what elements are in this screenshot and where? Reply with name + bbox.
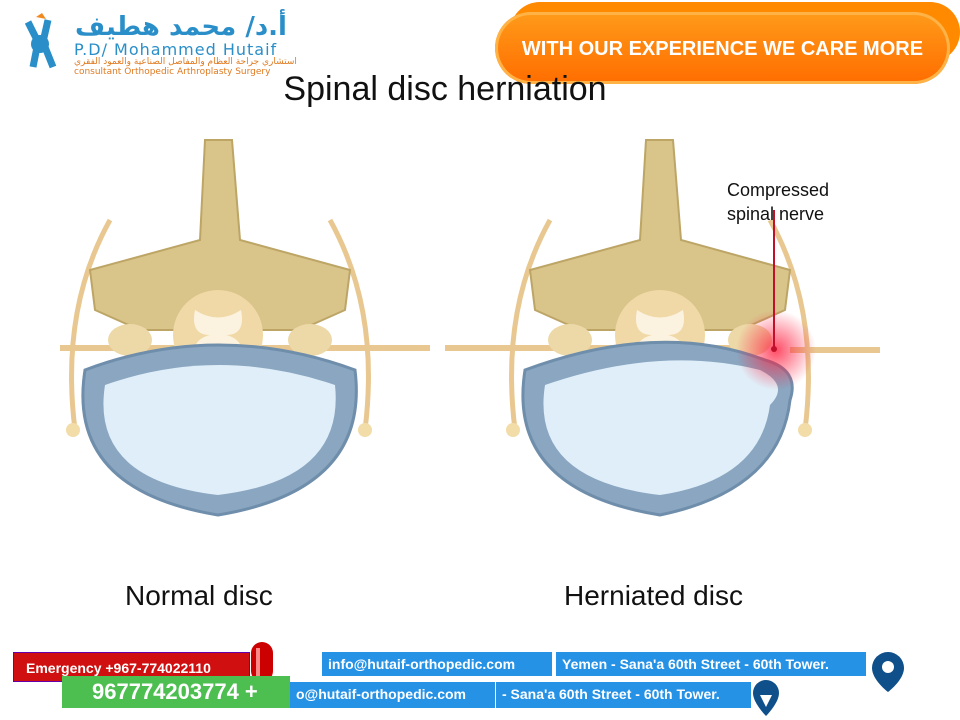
email-bar-back[interactable]: info@hutaif-orthopedic.com: [322, 652, 552, 676]
slogan-banner: [495, 12, 950, 84]
location-pin-icon: [872, 652, 904, 692]
address-bar[interactable]: - Sana'a 60th Street - 60th Tower.: [496, 682, 751, 708]
illustration-title: Spinal disc herniation: [283, 70, 607, 108]
logo-knee-icon: [24, 13, 57, 69]
herniated-disc-label: Herniated disc: [564, 580, 743, 611]
phone-bar[interactable]: 967774203774 +: [62, 676, 290, 708]
emergency-siren-icon: [251, 642, 273, 682]
logo-arabic-name: أ.د/ محمد هطيف: [75, 12, 287, 42]
herniated-disc-illustration: [445, 139, 880, 517]
normal-disc-illustration: [60, 139, 430, 517]
email-bar[interactable]: o@hutaif-orthopedic.com: [290, 682, 495, 708]
logo-english-subtitle: consultant Orthopedic Arthroplasty Surge…: [74, 67, 271, 77]
logo-arabic-subtitle: استشاري جراحة العظام والمفاصل الصناعية و…: [74, 57, 297, 67]
slogan-text: WITH OUR EXPERIENCE WE CARE MORE: [521, 38, 924, 60]
location-pin-icon-front: [753, 680, 779, 716]
compressed-nerve-label: Compressed spinal nerve: [727, 180, 830, 224]
normal-disc-label: Normal disc: [125, 580, 273, 611]
logo-english-name: P.D/ Mohammed Hutaif: [74, 40, 278, 59]
address-bar-back[interactable]: Yemen - Sana'a 60th Street - 60th Tower.: [556, 652, 866, 676]
spine-illustration: [60, 139, 880, 517]
